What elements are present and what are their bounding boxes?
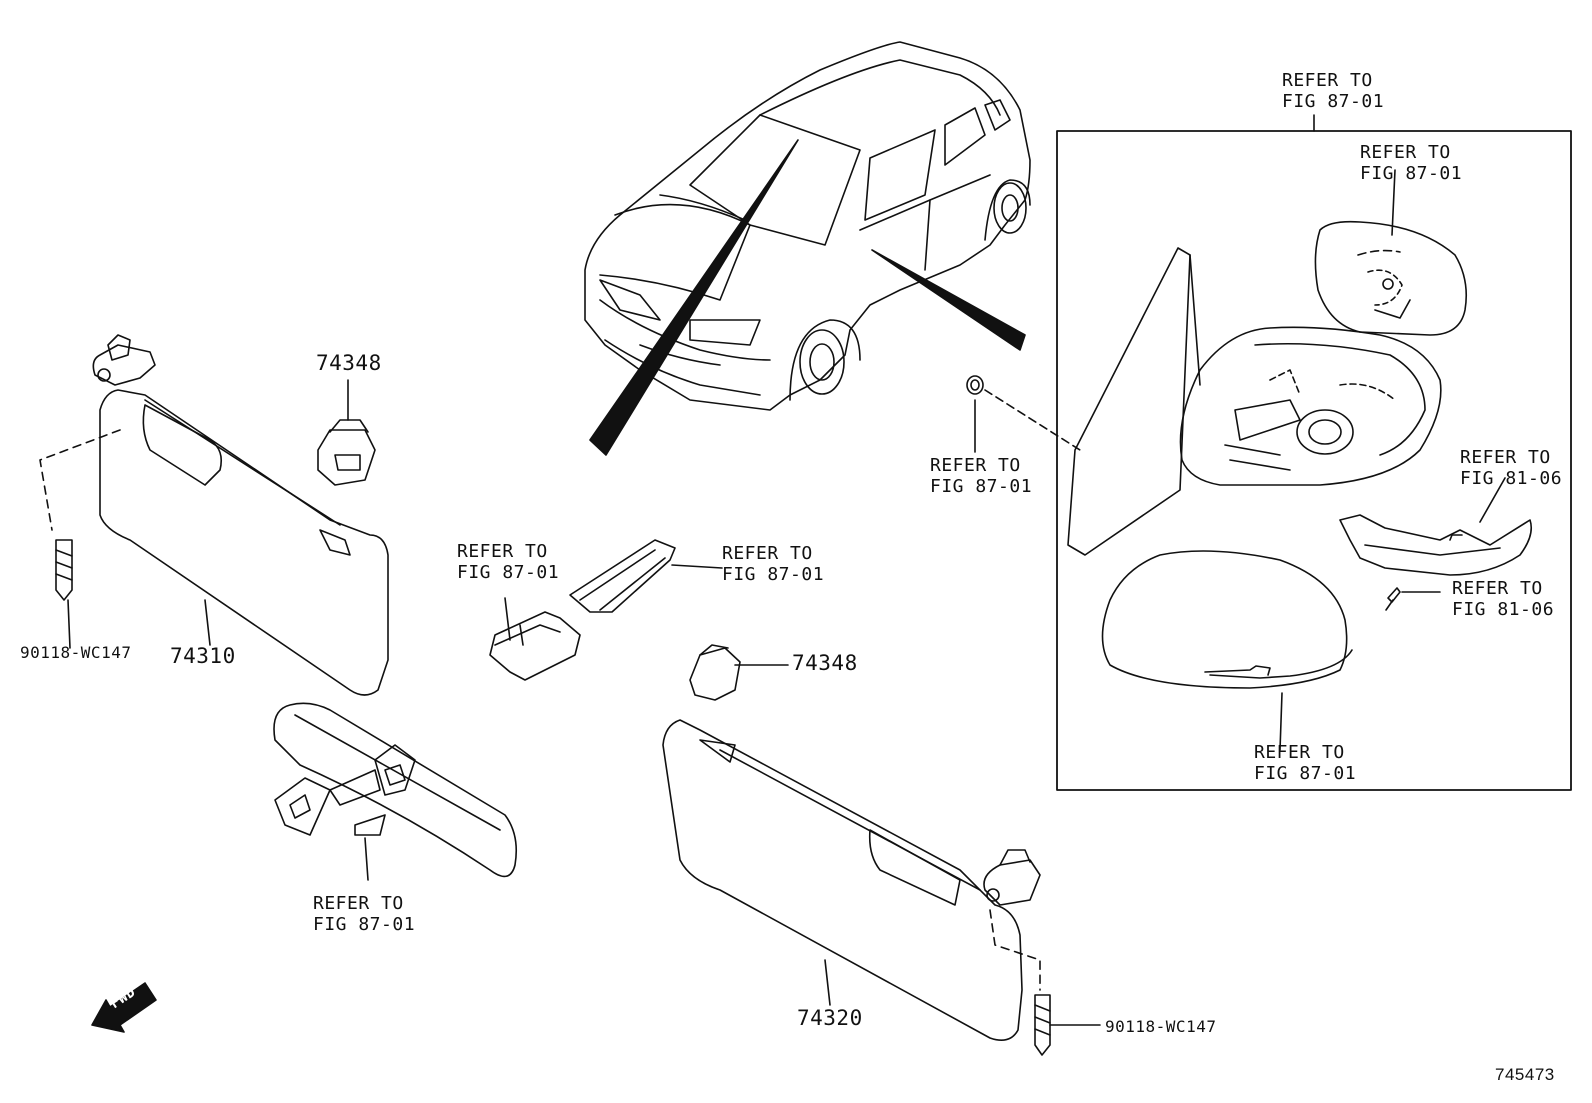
refer-line-1: REFER TO [930, 455, 1021, 476]
refer-line-1: REFER TO [1254, 742, 1345, 763]
part-number-74348-mid: 74348 [792, 651, 858, 675]
refer-line-2: FIG 87-01 [457, 562, 560, 583]
vehicle-illustration [584, 41, 1031, 456]
refer-line-1: REFER TO [1282, 70, 1373, 91]
refer-line-2: FIG 81-06 [1452, 599, 1555, 620]
part-number-74320: 74320 [797, 1006, 863, 1030]
screw-part-number-left: 90118-WC147 [20, 643, 132, 662]
sun-visor-right [662, 719, 1101, 1056]
part-number-74310: 74310 [170, 644, 236, 668]
outer-mirror-assembly [966, 169, 1533, 751]
refer-line-2: FIG 87-01 [313, 914, 416, 935]
refer-line-1: REFER TO [1452, 578, 1543, 599]
visor-brackets [489, 539, 723, 681]
screw-part-number-right: 90118-WC147 [1105, 1017, 1217, 1036]
visor-holder-middle [689, 644, 789, 701]
visor-holder-top [317, 379, 376, 486]
refer-line-1: REFER TO [457, 541, 548, 562]
refer-line-1: REFER TO [1360, 142, 1451, 163]
diagram-number: 745473 [1495, 1065, 1555, 1084]
refer-line-1: REFER TO [313, 893, 404, 914]
refer-line-2: FIG 87-01 [930, 476, 1033, 497]
fwd-arrow-icon [91, 982, 157, 1033]
refer-line-1: REFER TO [722, 543, 813, 564]
refer-line-2: FIG 87-01 [1282, 91, 1385, 112]
refer-line-2: FIG 87-01 [722, 564, 825, 585]
refer-line-1: REFER TO [1460, 447, 1551, 468]
refer-line-2: FIG 87-01 [1254, 763, 1357, 784]
refer-line-2: FIG 87-01 [1360, 163, 1463, 184]
part-number-74348-top: 74348 [316, 351, 382, 375]
inner-rearview-mirror [273, 702, 518, 881]
sun-visor-left [39, 334, 389, 696]
refer-line-2: FIG 81-06 [1460, 468, 1563, 489]
